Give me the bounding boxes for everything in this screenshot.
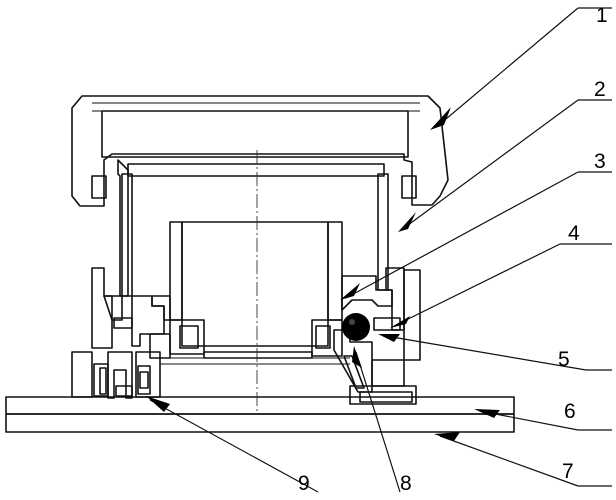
callout-1: 1	[596, 4, 608, 27]
leader-arrowheads	[146, 107, 500, 441]
callout-3: 3	[594, 150, 606, 173]
part-6-base-plate	[5, 396, 515, 415]
part-9-seal	[71, 351, 161, 399]
callout-8: 8	[400, 472, 412, 495]
part-7-bottom-plate	[5, 413, 515, 433]
part-5-ball-highlight	[349, 319, 355, 325]
part-5-ball	[342, 313, 370, 341]
callout-6: 6	[564, 400, 576, 423]
cap-side-lug-left	[91, 175, 107, 199]
callout-9: 9	[298, 472, 310, 495]
left-housing	[91, 267, 171, 349]
inner-cylinder	[169, 221, 343, 359]
callout-5: 5	[558, 348, 570, 371]
part-8-clip	[343, 355, 365, 389]
callout-4: 4	[568, 222, 580, 245]
callout-2: 2	[594, 78, 606, 101]
cap-side-lug-right	[401, 175, 417, 199]
part-1-cap	[71, 95, 449, 207]
leader-lines	[149, 7, 612, 493]
part-4-pin	[373, 317, 401, 331]
callout-7: 7	[562, 460, 574, 483]
